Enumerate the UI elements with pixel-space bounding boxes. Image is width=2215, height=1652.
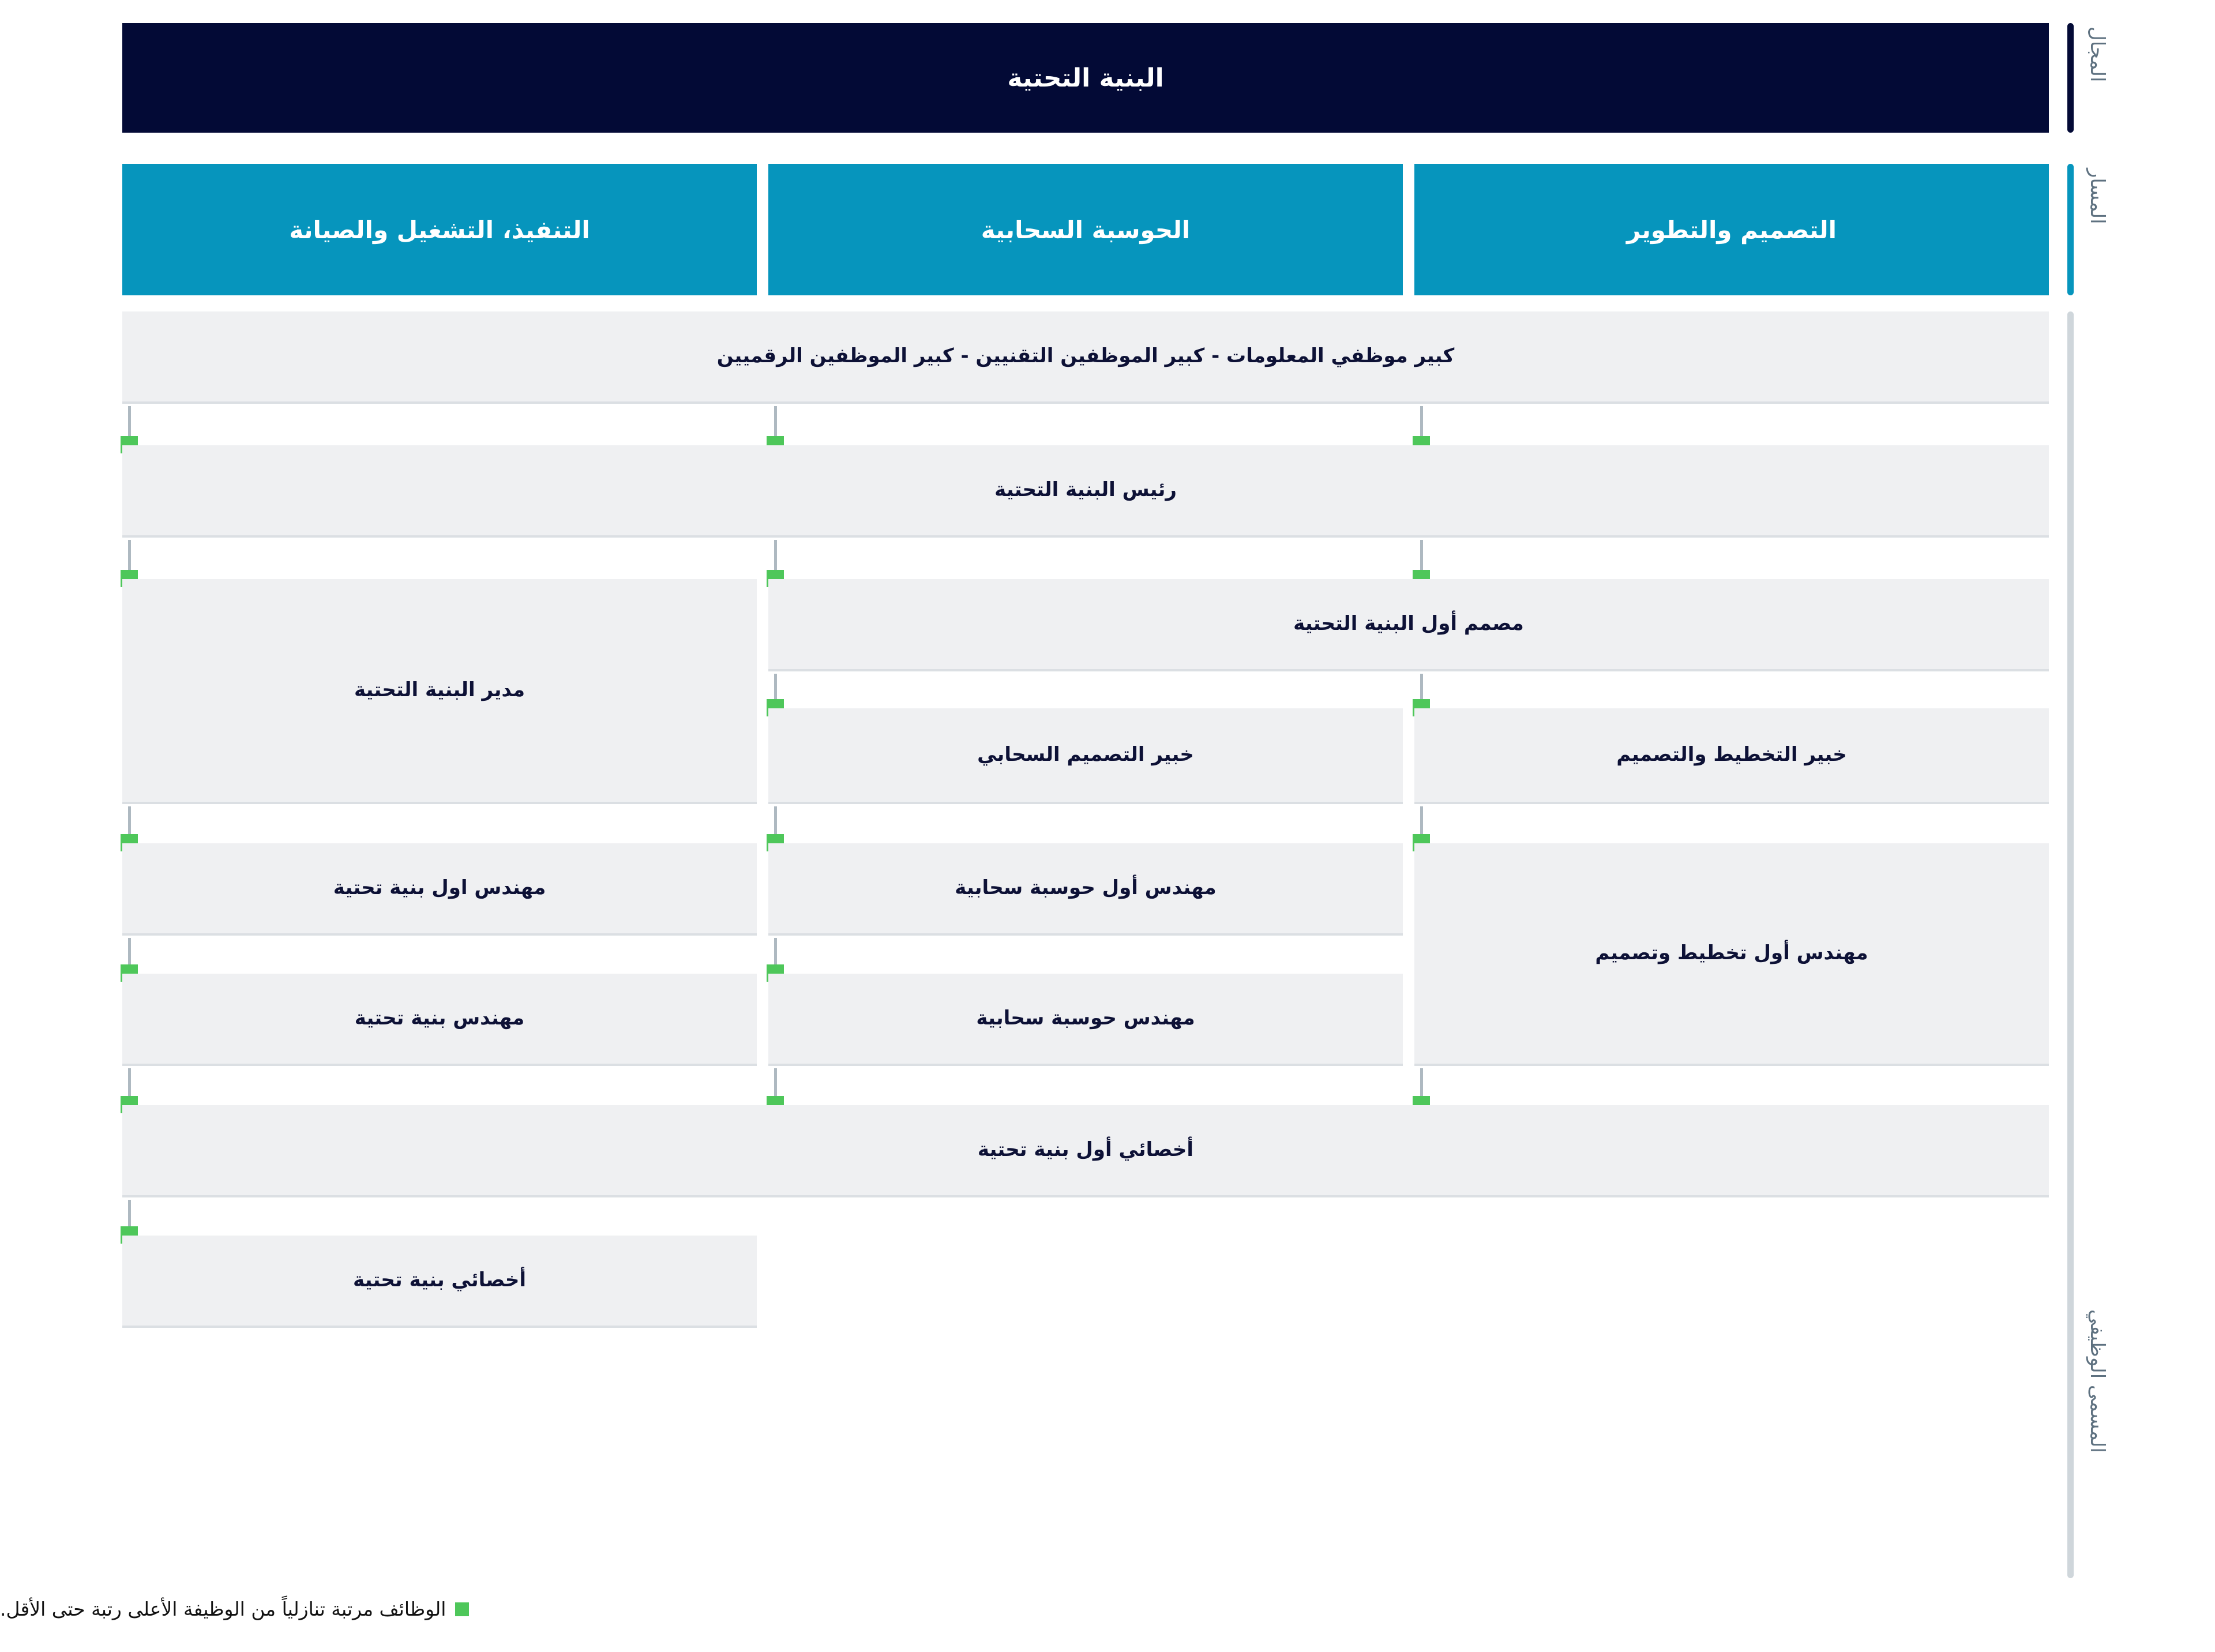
rail-track-bar xyxy=(2067,164,2074,295)
job-cell-senior-infrastructure-engineer[interactable]: مهندس اول بنية تحتية xyxy=(122,843,757,936)
job-cell-infrastructure-specialist[interactable]: أخصائي بنية تحتية xyxy=(122,1236,757,1328)
track-column-design[interactable]: التصميم والتطوير xyxy=(1414,164,2049,295)
job-label: مهندس أول تخطيط وتصميم xyxy=(1595,941,1868,965)
job-cell-head-infrastructure[interactable]: رئيس البنية التحتية xyxy=(122,445,2049,538)
job-cell-cloud-engineer[interactable]: مهندس حوسبة سحابية xyxy=(768,974,1403,1066)
connector-line xyxy=(128,406,131,445)
track-label-design: التصميم والتطوير xyxy=(1626,215,1837,244)
connector-line xyxy=(774,406,777,445)
job-label: مهندس اول بنية تحتية xyxy=(333,876,546,900)
connector-line xyxy=(774,540,777,579)
connector-line xyxy=(1420,806,1423,843)
rail-label-domain: المجال xyxy=(2086,27,2109,82)
connector-line xyxy=(1420,540,1423,579)
legend: الوظائف مرتبة تنازلياً من الوظيفة الأعلى… xyxy=(0,1598,2071,1620)
job-cell-infrastructure-manager[interactable]: مدير البنية التحتية xyxy=(122,579,757,804)
job-cell-planning-design-expert[interactable]: خبير التخطيط والتصميم xyxy=(1414,708,2049,804)
connector-line xyxy=(1420,674,1423,708)
job-cell-senior-planning-design-engineer[interactable]: مهندس أول تخطيط وتصميم xyxy=(1414,843,2049,1066)
job-label: أخصائي بنية تحتية xyxy=(352,1268,527,1292)
rail-jobs-bar xyxy=(2067,311,2074,1578)
job-label: مهندس بنية تحتية xyxy=(354,1007,525,1030)
rail-label-track: المسار xyxy=(2086,168,2109,224)
track-column-cloud[interactable]: الحوسبة السحابية xyxy=(768,164,1403,295)
rail-label-jobs: المسمى الوظيفي xyxy=(2086,1309,2109,1453)
track-row: التصميم والتطوير الحوسبة السحابية التنفي… xyxy=(122,164,2049,295)
connector-line xyxy=(128,938,131,974)
job-cell-infrastructure-engineer[interactable]: مهندس بنية تحتية xyxy=(122,974,757,1066)
connector-line xyxy=(1420,406,1423,445)
track-column-operations[interactable]: التنفيذ، التشغيل والصيانة xyxy=(122,164,757,295)
job-label: مهندس أول حوسبة سحابية xyxy=(955,876,1217,900)
domain-title: البنية التحتية xyxy=(1007,63,1164,93)
connector-line xyxy=(128,1068,131,1105)
track-label-cloud: الحوسبة السحابية xyxy=(981,215,1191,244)
job-cell-senior-infrastructure-designer[interactable]: مصمم أول البنية التحتية xyxy=(768,579,2049,671)
connector-line xyxy=(774,1068,777,1105)
connector-line xyxy=(128,540,131,579)
connector-line xyxy=(774,806,777,843)
rail-domain-bar xyxy=(2067,23,2074,133)
legend-inner: الوظائف مرتبة تنازلياً من الوظيفة الأعلى… xyxy=(0,1598,470,1620)
job-label: أخصائي أول بنية تحتية xyxy=(977,1138,1194,1162)
job-cell-senior-infrastructure-specialist[interactable]: أخصائي أول بنية تحتية xyxy=(122,1105,2049,1197)
job-cell-cio[interactable]: كبير موظفي المعلومات - كبير الموظفين الت… xyxy=(122,311,2049,404)
connector-line xyxy=(128,806,131,843)
job-cell-cloud-design-expert[interactable]: خبير التصميم السحابي xyxy=(768,708,1403,804)
job-cell-senior-cloud-engineer[interactable]: مهندس أول حوسبة سحابية xyxy=(768,843,1403,936)
connector-line xyxy=(774,674,777,708)
job-label: رئيس البنية التحتية xyxy=(994,478,1177,502)
job-label: خبير التصميم السحابي xyxy=(977,743,1194,767)
job-label: مهندس حوسبة سحابية xyxy=(976,1007,1195,1030)
job-label: مصمم أول البنية التحتية xyxy=(1293,612,1524,636)
job-label: مدير البنية التحتية xyxy=(354,678,525,702)
connector-line xyxy=(774,938,777,974)
connector-line xyxy=(1420,1068,1423,1105)
connector-line xyxy=(128,1200,131,1236)
domain-bar: البنية التحتية xyxy=(122,23,2049,133)
job-grid: كبير موظفي المعلومات - كبير الموظفين الت… xyxy=(121,311,2049,1580)
legend-marker-icon xyxy=(455,1602,470,1616)
job-label: كبير موظفي المعلومات - كبير الموظفين الت… xyxy=(716,344,1455,368)
job-label: خبير التخطيط والتصميم xyxy=(1616,743,1847,767)
legend-note: الوظائف مرتبة تنازلياً من الوظيفة الأعلى… xyxy=(0,1598,446,1620)
track-label-operations: التنفيذ، التشغيل والصيانة xyxy=(289,215,590,244)
